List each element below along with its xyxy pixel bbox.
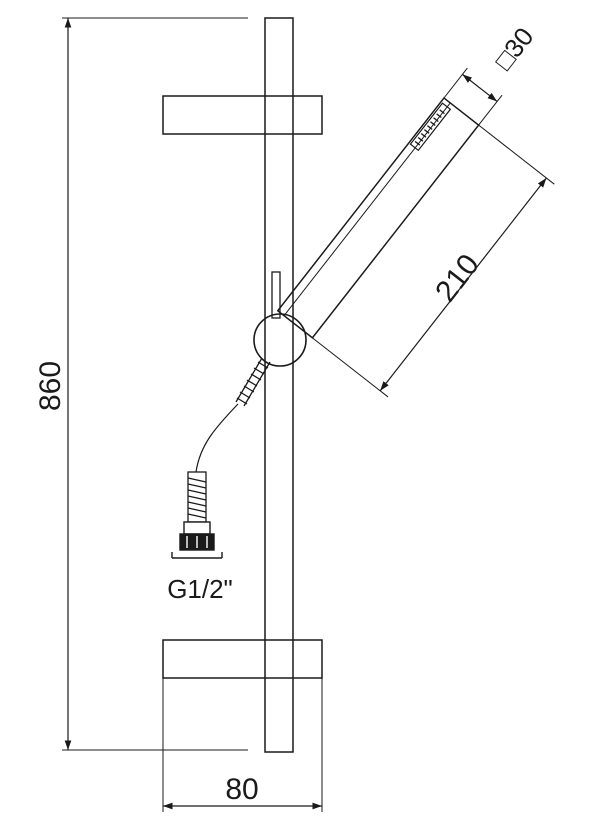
height-dimension: 860 [34,17,248,751]
slider-lever [271,271,281,319]
width-label: 80 [225,773,258,806]
top-bracket [162,95,323,135]
thread-label: G1/2" [167,574,233,604]
hex-nut [171,521,223,559]
swivel-holder [253,313,307,367]
hand-shower [276,67,555,398]
height-label: 860 [34,361,67,411]
spray-nozzles [414,109,445,146]
width-dimension: 80 [162,678,323,812]
head-size-label: □30 [488,22,539,76]
bottom-bracket [162,639,323,679]
hose-spring-lower [187,471,207,523]
hose-spring-upper [235,357,271,407]
hose [195,403,239,473]
rail-bar [264,17,294,753]
head-length-label: 210 [429,248,486,308]
